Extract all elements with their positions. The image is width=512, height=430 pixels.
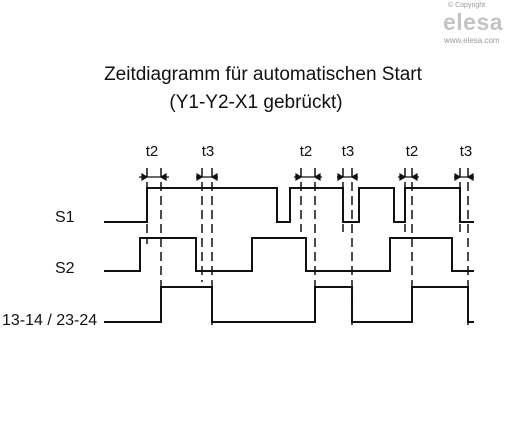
watermark-logo: elesa — [443, 9, 504, 35]
signal-label-s1: S1 — [55, 209, 75, 226]
time-label-t2-3: t2 — [405, 143, 419, 160]
waveform-contacts — [104, 286, 474, 323]
diagram-title-line2: (Y1-Y2-X1 gebrückt) — [169, 92, 343, 113]
diagram-title-line1: Zeitdiagramm für automatischen Start — [104, 64, 422, 85]
time-label-t3-3: t3 — [459, 143, 473, 160]
time-label-t2-1: t2 — [145, 143, 159, 160]
time-label-t3-2: t3 — [341, 143, 355, 160]
interval-arrow-t3-2 — [337, 172, 358, 182]
time-marker-lines — [146, 168, 469, 325]
watermark-url: www.elesa.com — [444, 36, 500, 45]
interval-arrow-t3-1 — [196, 172, 218, 182]
interval-arrow-t2-2 — [294, 172, 322, 182]
signal-label-contacts: 13-14 / 23-24 — [2, 312, 98, 329]
waveform-s2 — [104, 237, 474, 272]
waveform-s1 — [104, 187, 474, 223]
interval-arrow-t2-1 — [139, 172, 169, 182]
time-label-t2-2: t2 — [299, 143, 313, 160]
interval-arrow-t3-3 — [454, 172, 474, 182]
signal-label-s2: S2 — [55, 260, 75, 277]
time-label-t3-1: t3 — [201, 143, 215, 160]
interval-arrow-t2-3 — [398, 172, 419, 182]
watermark-copyright: © Copyright — [448, 2, 486, 9]
interval-arrows — [139, 172, 474, 182]
